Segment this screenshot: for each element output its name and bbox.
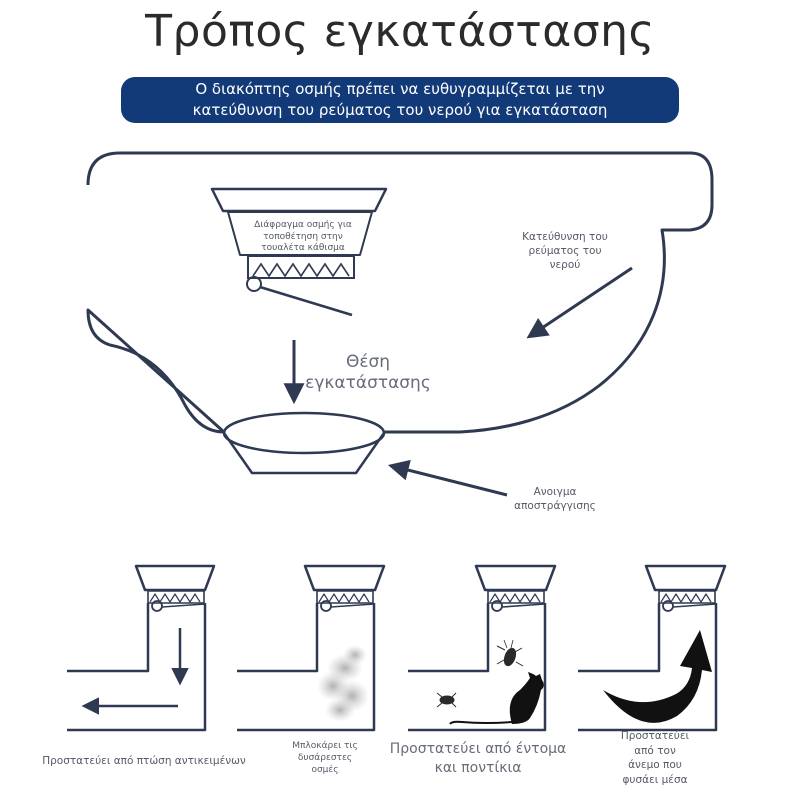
water-flow-line-2: ρεύματος του xyxy=(528,245,602,257)
panel-3-caption-line-2: και ποντίκια xyxy=(434,760,522,776)
panel-3-caption: Προστατεύει από έντομα και ποντίκια xyxy=(380,740,576,778)
odor-smoke xyxy=(317,645,369,722)
diaphragm-label-line-1: Διάφραγμα οσμής για xyxy=(254,220,352,230)
panel-1-caption-line-1: Προστατεύει από πτώση αντικειμένων xyxy=(42,755,246,767)
drain-opening-arrow xyxy=(387,459,508,497)
banner-line-1: Ο διακόπτης οσμής πρέπει να ευθυγραμμίζε… xyxy=(195,80,605,98)
panel-2-caption: Μπλοκάρει τις δυσάρεστες οσμές xyxy=(270,740,380,776)
panel-4-caption-line-1: Προστατεύει xyxy=(620,730,690,742)
diaphragm-label-line-2: τοποθέτηση στην xyxy=(263,231,343,242)
page-title: Τρόπος εγκατάστασης xyxy=(145,6,655,57)
water-flow-label: Κατεύθυνση του ρεύματος του νερού xyxy=(510,230,620,272)
water-flow-line-1: Κατεύθυνση του xyxy=(522,231,608,243)
mouse-icon xyxy=(449,672,544,725)
panel-2-caption-line-1: Μπλοκάρει τις xyxy=(292,741,358,751)
panel-1-pipe xyxy=(67,564,216,732)
drain-bowl xyxy=(222,411,386,475)
drain-opening-line-1: Ανοιγμα xyxy=(533,486,577,498)
panel-3-caption-line-1: Προστατεύει από έντομα xyxy=(389,741,567,757)
panel-4-pipe xyxy=(578,564,727,732)
diaphragm-label: Διάφραγμα οσμής για τοποθέτηση στην τουα… xyxy=(240,220,366,255)
beetle-icon xyxy=(436,692,457,708)
toilet-outline xyxy=(86,151,714,434)
wind-arrow-icon xyxy=(603,630,712,723)
instruction-banner: Ο διακόπτης οσμής πρέπει να ευθυγραμμίζε… xyxy=(121,77,679,123)
install-position-label: Θέση εγκατάστασης xyxy=(300,352,436,394)
install-position-line-1: Θέση xyxy=(345,352,391,372)
water-flow-arrow xyxy=(526,266,633,339)
panel-2-caption-line-2: δυσάρεστες xyxy=(297,753,353,763)
panel-1-caption: Προστατεύει από πτώση αντικειμένων xyxy=(28,754,260,768)
cockroach-icon xyxy=(496,639,524,667)
panel-4-caption-line-2: από τον xyxy=(634,744,676,757)
panel-2-caption-line-3: οσμές xyxy=(311,765,339,775)
odor-diaphragm-device xyxy=(210,187,388,317)
panel-2-pipe xyxy=(237,564,386,732)
panel-3-pipe xyxy=(408,564,557,732)
drain-opening-line-2: αποστράγγισης xyxy=(514,500,596,512)
diaphragm-label-line-3: τουαλέτα κάθισμα xyxy=(261,243,345,253)
install-position-line-2: εγκατάστασης xyxy=(305,373,431,393)
panel-4-caption-line-4: φυσάει μέσα xyxy=(622,773,688,786)
banner-line-2: κατεύθυνση του ρεύματος του νερού για εγ… xyxy=(192,101,608,119)
drain-opening-label: Ανοιγμα αποστράγγισης xyxy=(500,485,610,513)
panel-4-caption-line-3: άνεμο που xyxy=(628,759,682,771)
panel-4-caption: Προστατεύει από τον άνεμο που φυσάει μέσ… xyxy=(600,729,710,787)
water-flow-line-3: νερού xyxy=(549,259,581,271)
